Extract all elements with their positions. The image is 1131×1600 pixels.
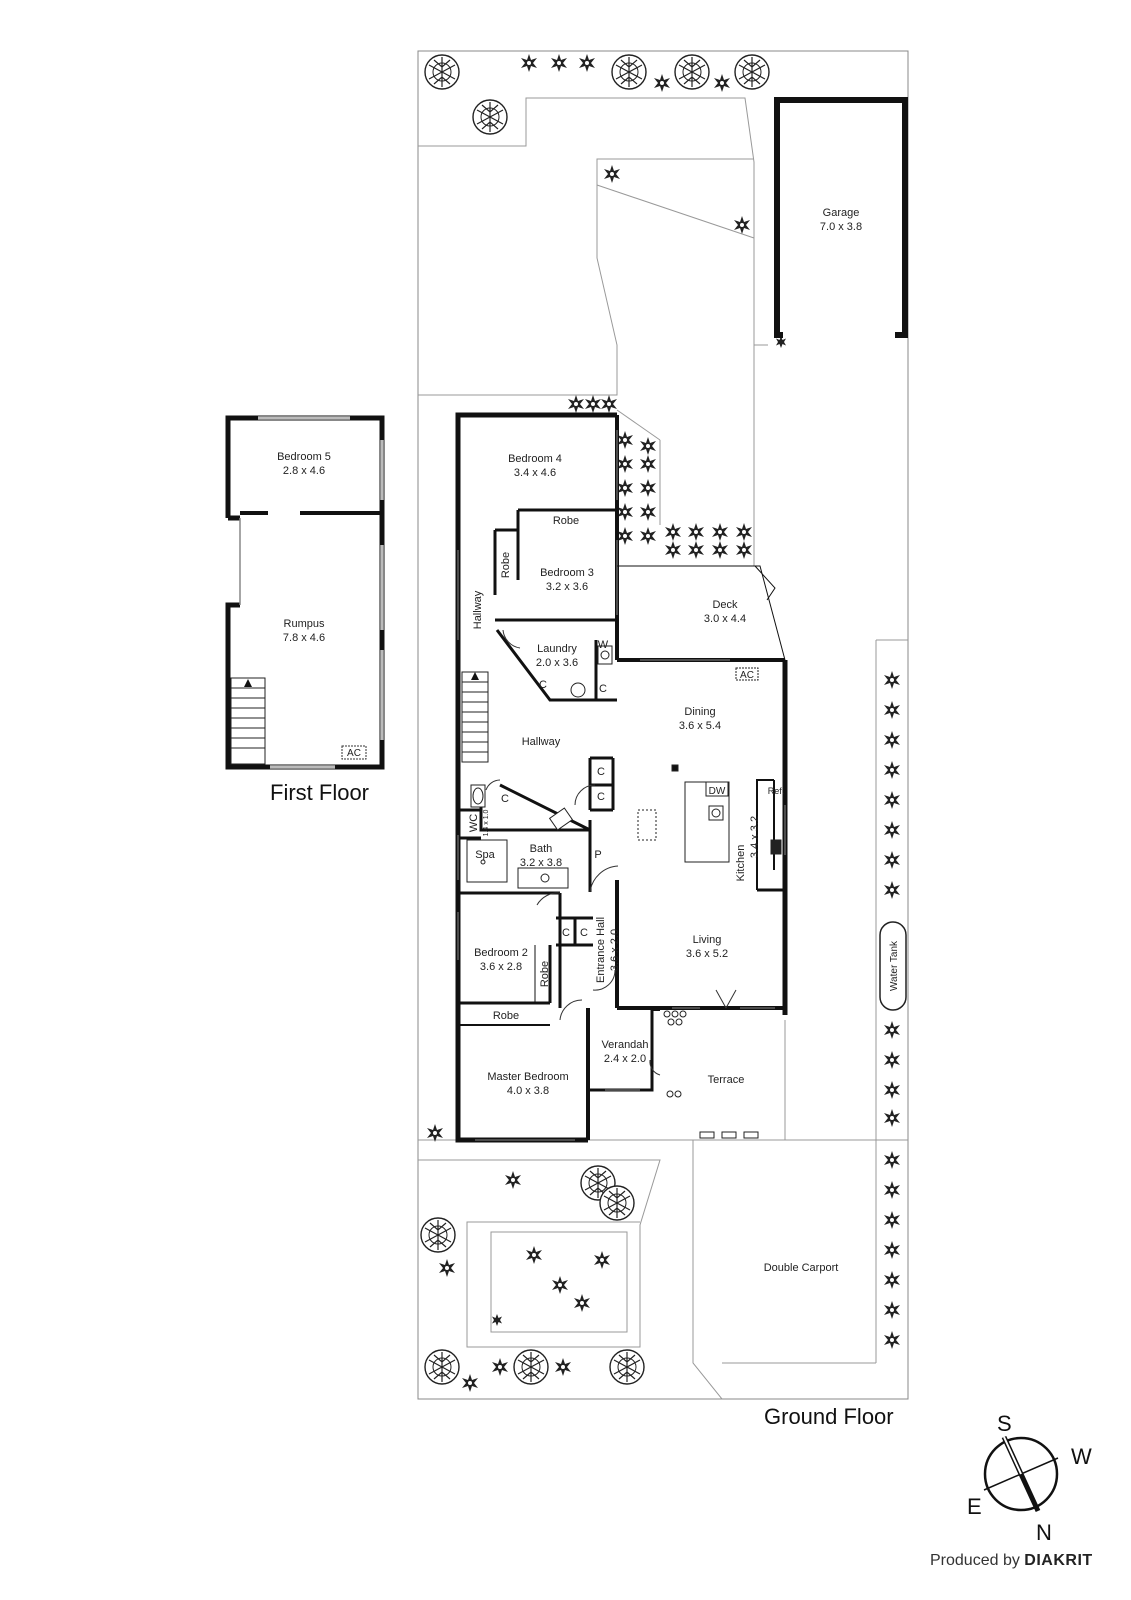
bedroom3-dims: 3.2 x 3.6 [546, 581, 588, 593]
landscaping [420, 54, 900, 1392]
first-floor-title: First Floor [270, 780, 369, 805]
hall-cupboard-1-label: C [597, 766, 605, 778]
master-bedroom-label: Master Bedroom [487, 1071, 568, 1083]
deck-edge [617, 565, 786, 661]
wc-cupboard-label: C [501, 793, 509, 805]
kitchen-fixtures [637, 667, 782, 863]
dishwasher-label: DW [709, 786, 726, 797]
garage-label: Garage [823, 207, 860, 219]
bedroom3-robe-label: Robe [500, 552, 512, 578]
hall-cupboard-2-label: C [597, 791, 605, 803]
verandah-label: Verandah [601, 1039, 648, 1051]
terrace-fixtures [663, 1010, 759, 1139]
wc-dims: 1.4 x 1.0 [483, 809, 490, 836]
ground-stairs [461, 671, 489, 763]
bedroom3-label: Bedroom 3 [540, 567, 594, 579]
hallway-label: Hallway [522, 736, 561, 748]
credit-brand: DIAKRIT [1024, 1552, 1093, 1569]
garage-walls [774, 97, 908, 338]
dining-ac-label: AC [740, 670, 754, 681]
bedroom2-label: Bedroom 2 [474, 947, 528, 959]
garage-dims: 7.0 x 3.8 [820, 221, 862, 233]
ground-floor-title: Ground Floor [764, 1404, 894, 1429]
bath-fixtures [466, 645, 613, 889]
credit-line: Produced by DIAKRIT [930, 1552, 1093, 1570]
entrance-hall-dims: 3.6 x 2.0 [609, 929, 621, 971]
ground-floor-walls [455, 412, 788, 1143]
laundry-label: Laundry [537, 643, 577, 655]
pantry-label: P [594, 849, 601, 861]
bedroom4-robe-label: Robe [553, 515, 579, 527]
laundry-dims: 2.0 x 3.6 [536, 657, 578, 669]
fridge-label: Ref. [768, 786, 785, 796]
windows [457, 430, 786, 1141]
dining-label: Dining [684, 706, 715, 718]
first-floor-ac-label: AC [347, 748, 361, 759]
first-floor [225, 415, 385, 770]
credit-prefix: Produced by [930, 1552, 1025, 1569]
deck-dims: 3.0 x 4.4 [704, 613, 746, 625]
laundry-cupboard-2-label: C [599, 683, 607, 695]
water-tank [879, 921, 907, 1011]
bedroom5-label: Bedroom 5 [277, 451, 331, 463]
bedroom2-dims: 3.6 x 2.8 [480, 961, 522, 973]
living-label: Living [693, 934, 722, 946]
entry-cupboard-2-label: C [580, 927, 588, 939]
compass-south: S [997, 1411, 1012, 1436]
bedroom2-robe-label: Robe [539, 961, 551, 987]
site-boundary [417, 50, 909, 1400]
master-bedroom-dims: 4.0 x 3.8 [507, 1085, 549, 1097]
entry-cupboard-1-label: C [562, 927, 570, 939]
compass-east: E [967, 1494, 982, 1519]
bath-label: Bath [530, 843, 553, 855]
bath-dims: 3.2 x 3.8 [520, 857, 562, 869]
bedroom5-dims: 2.8 x 4.6 [283, 465, 325, 477]
deck-label: Deck [712, 599, 738, 611]
compass: S W E N [967, 1411, 1092, 1545]
bedroom4-label: Bedroom 4 [508, 453, 562, 465]
water-tank-label: Water Tank [889, 940, 900, 991]
master-robe-label: Robe [493, 1010, 519, 1022]
rumpus-dims: 7.8 x 4.6 [283, 632, 325, 644]
wc-label: WC [468, 814, 480, 832]
double-carport-label: Double Carport [764, 1262, 839, 1274]
rumpus-label: Rumpus [284, 618, 325, 630]
laundry-cupboard-1-label: C [539, 679, 547, 691]
entrance-hall-label: Entrance Hall [595, 917, 607, 983]
washer-label: W [598, 639, 609, 651]
dining-dims: 3.6 x 5.4 [679, 720, 721, 732]
terrace-label: Terrace [708, 1074, 745, 1086]
compass-north: N [1036, 1520, 1052, 1545]
verandah-dims: 2.4 x 2.0 [604, 1053, 646, 1065]
kitchen-dims: 3.4 x 3.2 [749, 816, 761, 858]
side-hallway-label: Hallway [472, 590, 484, 629]
bedroom4-dims: 3.4 x 4.6 [514, 467, 556, 479]
spa-label: Spa [475, 849, 495, 861]
kitchen-label: Kitchen [735, 845, 747, 882]
compass-west: W [1071, 1444, 1092, 1469]
doors [485, 629, 737, 1076]
living-dims: 3.6 x 5.2 [686, 948, 728, 960]
